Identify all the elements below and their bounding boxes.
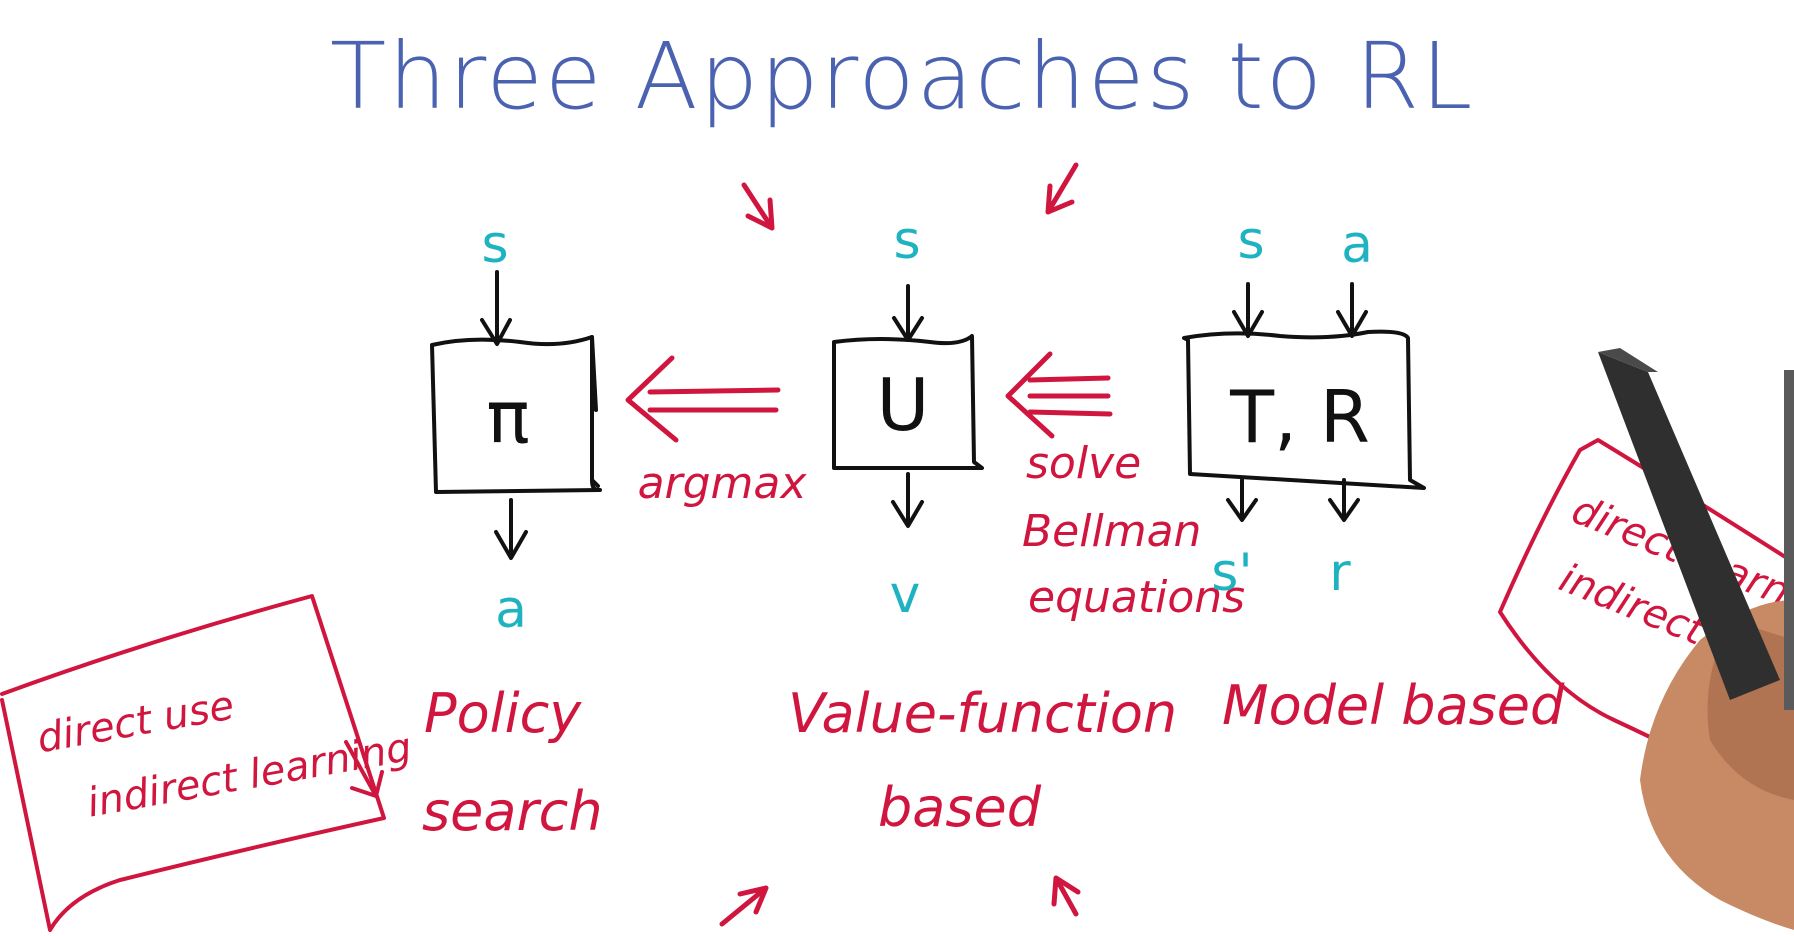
policy-box: π [430,335,602,494]
left-note-frame [0,594,386,932]
right-note-frame [1498,438,1792,810]
argmax-label: argmax [638,458,808,509]
arrow-down-icon [1336,282,1368,338]
policy-caption-line1: Policy [424,682,582,745]
pen-hand-icon [1598,348,1794,930]
model-input-s: s [1237,211,1264,271]
model-caption: Model based [1222,674,1565,737]
arrow-down-icon [1226,478,1258,522]
model-output-s-prime: s' [1211,543,1252,603]
arrow-down-icon [892,284,924,342]
model-box-label: T, R [1229,375,1370,459]
top-pointer-marks [741,162,1079,231]
arrow-down-icon [891,472,924,528]
double-arrow-left-icon [1005,351,1113,439]
model-box: T, R [1182,329,1426,490]
left-note-line1: direct use [34,683,238,763]
value-caption-line1: Value-function [788,682,1177,745]
model-output-r: r [1329,543,1351,603]
left-note-arrow [344,740,384,798]
policy-box-label: π [486,375,529,459]
arrow-down-icon [1328,478,1360,522]
model-input-a: a [1341,215,1373,275]
policy-input-s: s [481,215,508,275]
utility-box: U [832,334,984,470]
policy-caption-line2: search [422,780,603,843]
double-arrow-left-icon [625,355,781,443]
bottom-pointer-marks [719,875,1081,927]
arrow-down-icon [480,270,512,346]
utility-output-v: v [890,565,921,625]
utility-box-label: U [877,363,930,447]
equations-label: equations [1028,572,1245,623]
diagram-title: Three Approaches to RL [330,23,1474,130]
utility-input-s: s [893,211,920,271]
value-caption-line2: based [878,776,1042,839]
policy-output-a: a [495,580,527,640]
solve-label: solve [1026,438,1141,489]
bellman-label: Bellman [1022,506,1201,557]
arrow-down-icon [1232,282,1264,338]
arrow-down-icon [494,498,528,560]
